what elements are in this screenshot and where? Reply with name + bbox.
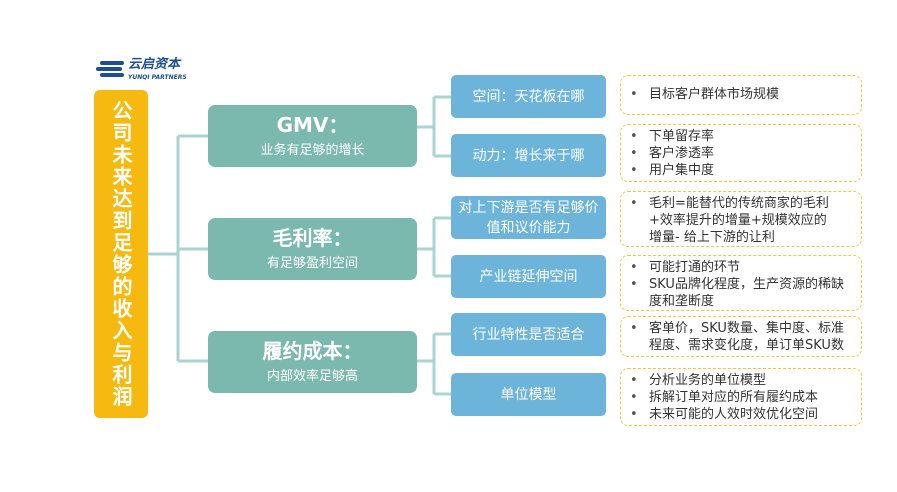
branch-subtitle: 业务有足够的增长 <box>260 143 365 158</box>
branch-gross-margin: 毛利率： 有足够盈利空间 <box>208 218 417 280</box>
branch-title: 履约成本： <box>262 339 363 363</box>
detail-item: SKU品牌化程度，生产资源的稀缺 <box>627 276 861 293</box>
node-unit-model: 单位模型 <box>451 373 606 416</box>
detail-item-cont: 度和垄断度 <box>649 294 715 309</box>
detail-item: 可能打通的环节 <box>627 259 861 276</box>
detail-industry-fit: 客单价，SKU数量、集中度、标准 程度、需求变化度，单订单SKU数 <box>620 316 862 357</box>
detail-value-bargaining: 毛利=能替代的传统商家的毛利 +效率提升的增量+规模效应的 增量- 给上下游的让… <box>620 191 862 247</box>
detail-space: 目标客户群体市场规模 <box>620 75 862 115</box>
branch-subtitle: 有足够盈利空间 <box>266 256 358 271</box>
detail-item-cont: +效率提升的增量+规模效应的 <box>649 213 827 228</box>
detail-chain-extension: 可能打通的环节 SKU品牌化程度，生产资源的稀缺 度和垄断度 <box>620 255 862 311</box>
yunqi-logo: 云启资本 YUNQI PARTNERS <box>96 58 206 82</box>
detail-item: 下单留存率 <box>627 128 861 145</box>
node-space: 空间：天花板在哪 <box>451 75 606 118</box>
branch-title: 毛利率： <box>272 226 353 250</box>
detail-item: 未来可能的人效时效优化空间 <box>627 406 861 423</box>
root-goal: 公司未来达到足够的收入与利润 <box>94 90 148 418</box>
detail-item: 客单价，SKU数量、集中度、标准 <box>627 320 861 337</box>
branch-title: GMV： <box>276 113 349 137</box>
detail-item-cont: 程度、需求变化度，单订单SKU数 <box>649 338 844 353</box>
node-drive: 动力：增长来于哪 <box>451 134 606 177</box>
detail-item-cont: 增量- 给上下游的让利 <box>649 230 775 245</box>
branch-subtitle: 内部效率足够高 <box>266 369 358 384</box>
detail-item: 目标客户群体市场规模 <box>627 86 861 103</box>
branch-gmv: GMV： 业务有足够的增长 <box>208 105 417 167</box>
detail-item: 客户渗透率 <box>627 145 861 162</box>
node-industry-fit: 行业特性是否适合 <box>451 313 606 356</box>
node-chain-extension: 产业链延伸空间 <box>451 255 606 298</box>
detail-drive: 下单留存率 客户渗透率 用户集中度 <box>620 124 862 182</box>
logo-stripes-icon <box>96 61 124 77</box>
detail-item: 拆解订单对应的所有履约成本 <box>627 389 861 406</box>
detail-item: 分析业务的单位模型 <box>627 372 861 389</box>
logo-text: 云启资本 <box>128 57 181 72</box>
logo-subtext: YUNQI PARTNERS <box>128 74 187 81</box>
branch-fulfillment-cost: 履约成本： 内部效率足够高 <box>208 331 417 393</box>
node-value-bargaining: 对上下游是否有足够价值和议价能力 <box>451 196 606 239</box>
detail-item: 用户集中度 <box>627 162 861 179</box>
detail-item: 毛利=能替代的传统商家的毛利 <box>627 195 861 212</box>
detail-unit-model: 分析业务的单位模型 拆解订单对应的所有履约成本 未来可能的人效时效优化空间 <box>620 368 862 426</box>
